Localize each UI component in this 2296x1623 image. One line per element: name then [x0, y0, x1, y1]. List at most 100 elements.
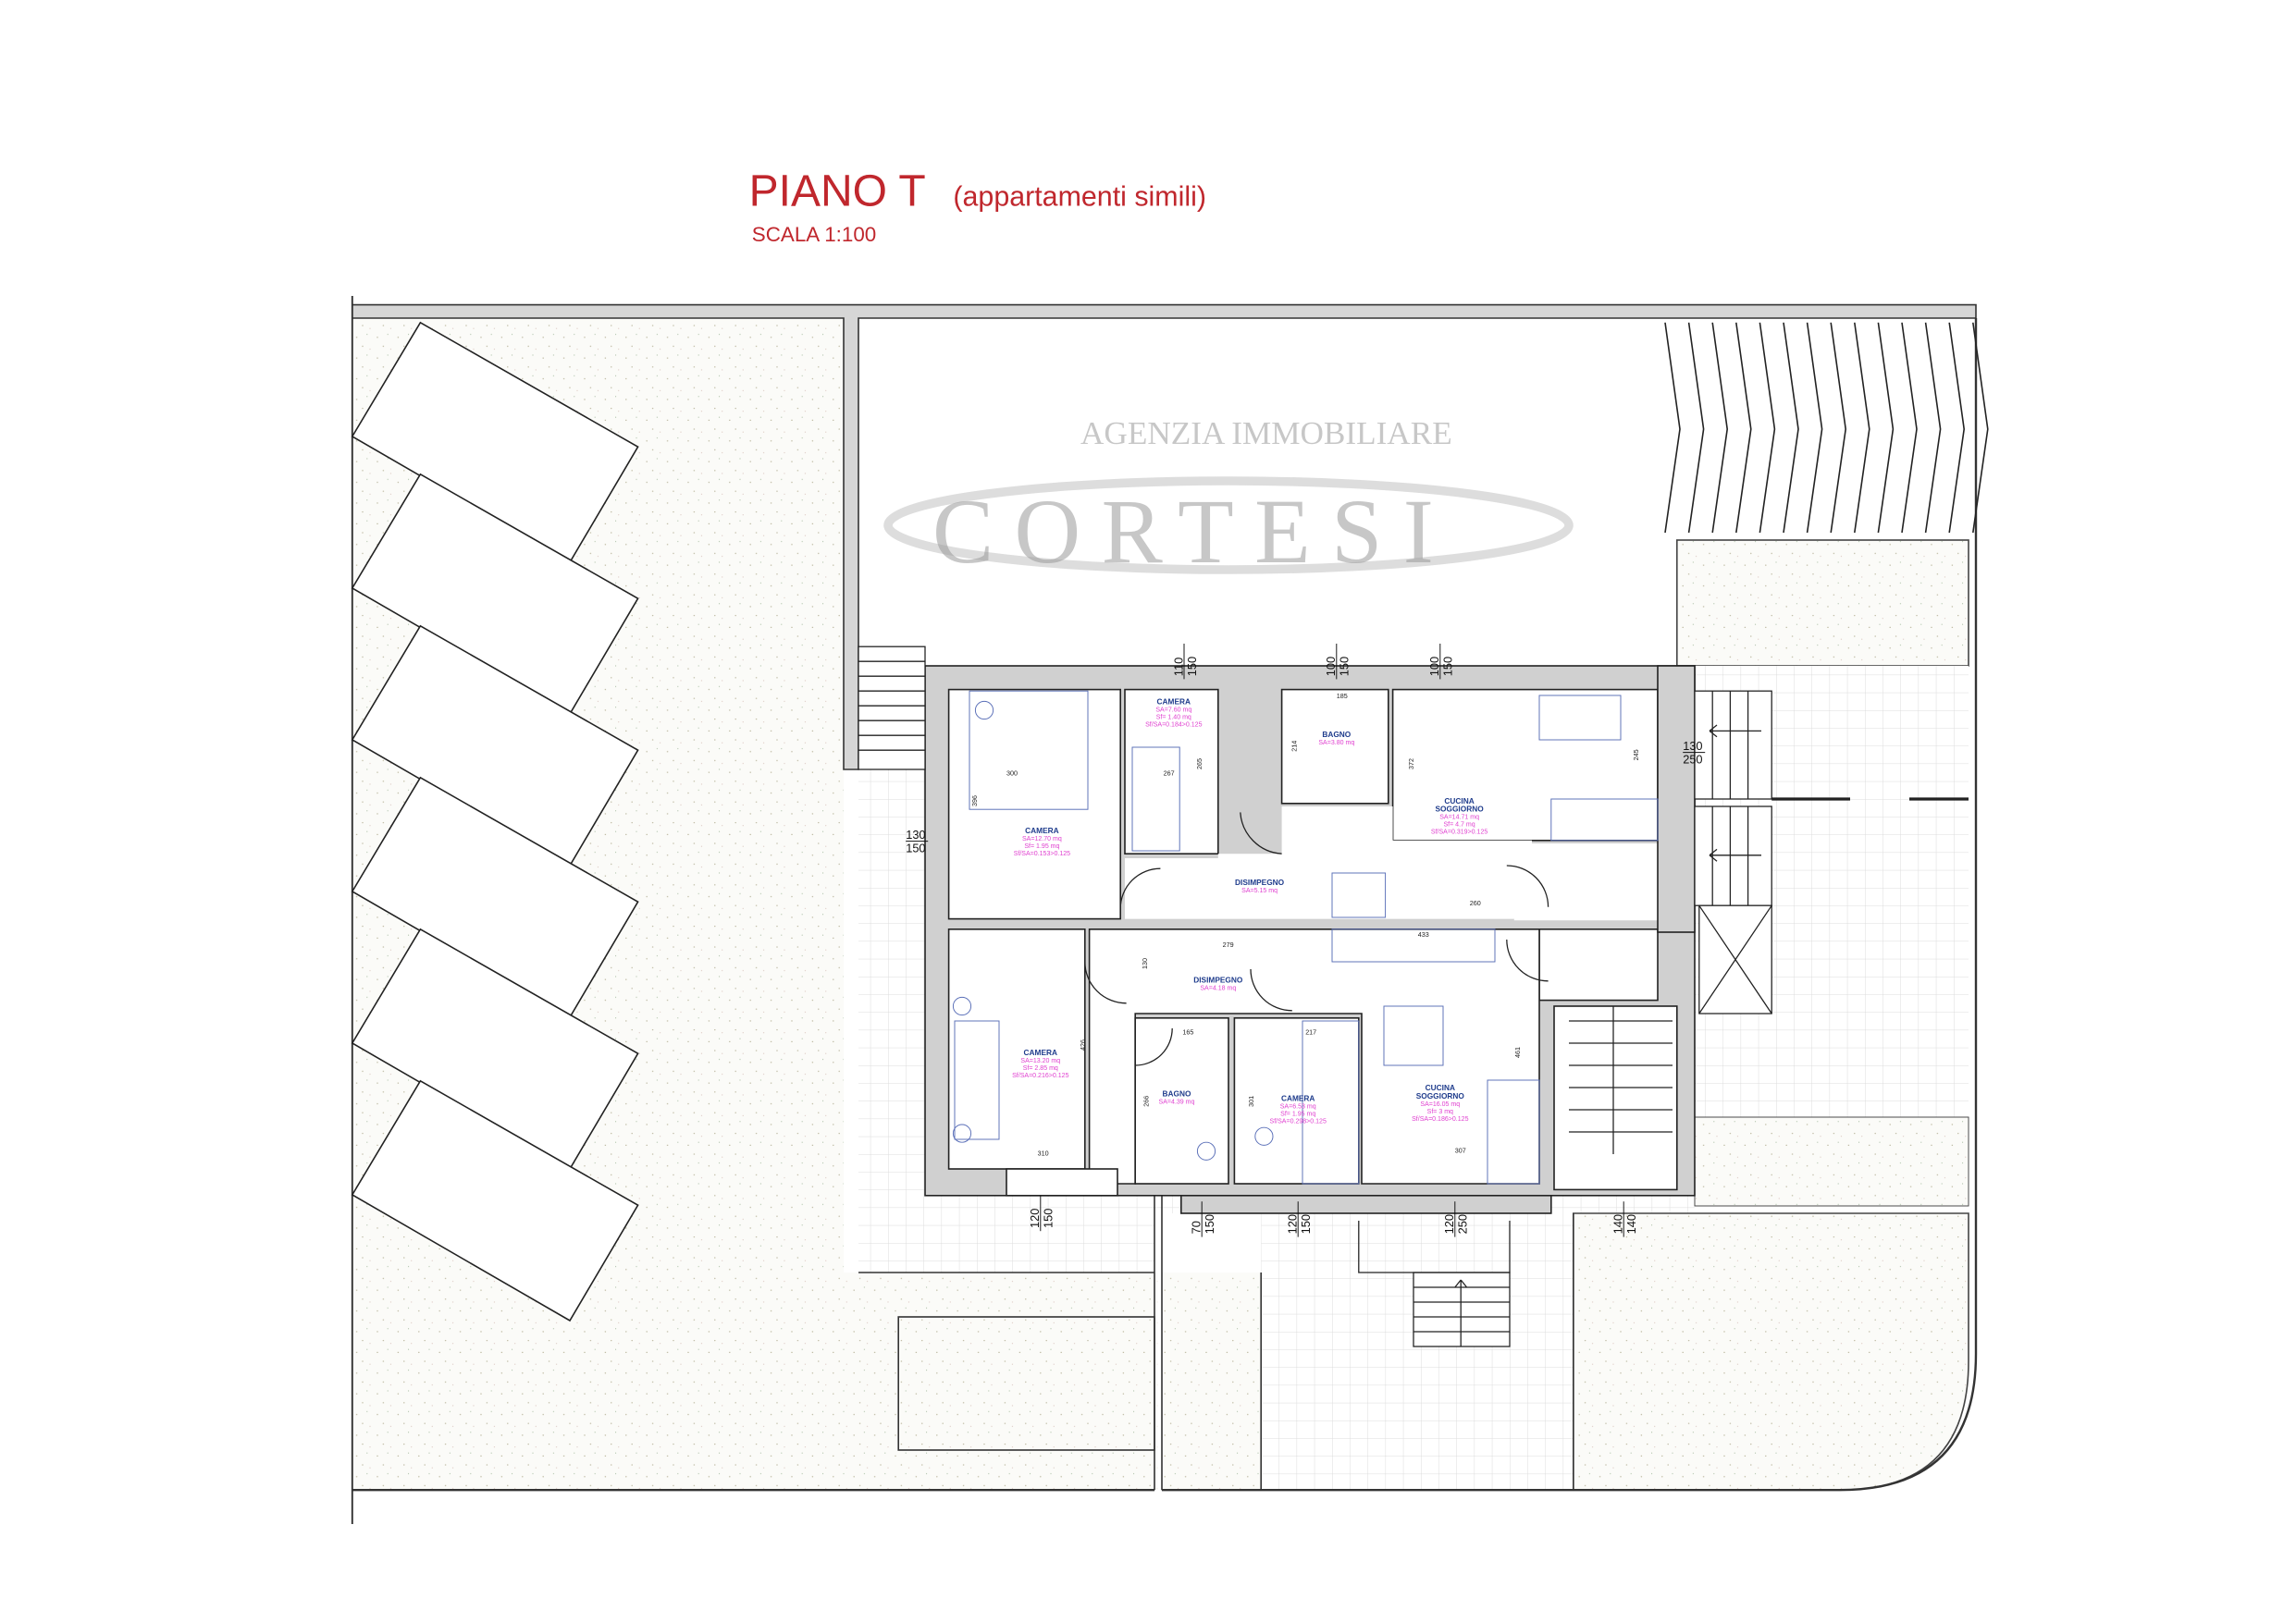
- room-area-value: SA=6.53 mq: [1280, 1103, 1316, 1110]
- dimension-label: 165: [1182, 1027, 1193, 1036]
- ramp-line: [1806, 322, 1823, 534]
- dimension-label: 301: [1247, 1096, 1255, 1107]
- room-name: BAGNO: [1322, 730, 1351, 739]
- room-bagno-1: [1280, 688, 1389, 805]
- window-width: 110: [1171, 658, 1185, 676]
- room-area-value: Sf= 3 mq: [1427, 1109, 1453, 1115]
- room-name: CUCINA: [1426, 1083, 1455, 1092]
- room-name: DISIMPEGNO: [1235, 878, 1285, 887]
- exterior-stairs: [858, 646, 1969, 1347]
- room-name: DISIMPEGNO: [1193, 975, 1243, 984]
- dimension-label: 310: [1038, 1150, 1049, 1158]
- room-disimpegno-1: [1125, 806, 1532, 919]
- window-height: 250: [1456, 1214, 1470, 1234]
- room-camera-3: [947, 928, 1086, 1170]
- dimension-label: 372: [1407, 758, 1415, 769]
- dimension-label: 307: [1455, 1146, 1466, 1154]
- room-bagno-2: [1134, 1017, 1229, 1185]
- window-height: 150: [1042, 1209, 1055, 1228]
- parking-space: [351, 1079, 639, 1322]
- room-area-value: SA=7.60 mq: [1155, 707, 1191, 714]
- room-camera-4: [1233, 1017, 1360, 1185]
- room-name: CAMERA: [1281, 1093, 1315, 1102]
- window-width: 130: [906, 828, 925, 842]
- ramp-line: [1924, 322, 1942, 534]
- window-width: 100: [1427, 657, 1441, 676]
- room-area-value: SA=4.18 mq: [1200, 985, 1236, 991]
- room-area-value: Sf= 1.95 mq: [1280, 1111, 1315, 1117]
- room-name-2: SOGGIORNO: [1416, 1091, 1465, 1100]
- room-area-value: Sf/SA=0.319>0.125: [1431, 830, 1487, 836]
- room-area-value: Sf= 2.85 mq: [1023, 1065, 1058, 1072]
- window-height: 150: [1299, 1214, 1313, 1234]
- window-height: 150: [1185, 657, 1199, 676]
- room-area-value: SA=16.05 mq: [1420, 1101, 1460, 1108]
- room-area-value: Sf/SA=0.298>0.125: [1270, 1118, 1327, 1125]
- window-width: 130: [1683, 739, 1702, 753]
- window-height: 150: [906, 842, 925, 855]
- dimension-label: 130: [1141, 958, 1149, 969]
- stairwell: [1553, 1005, 1678, 1191]
- plan-subtitle: (appartamenti simili): [953, 180, 1206, 212]
- window-height: 250: [1683, 753, 1702, 767]
- dimension-label: 245: [1632, 749, 1640, 760]
- room-name-2: SOGGIORNO: [1435, 805, 1484, 814]
- window-height: 150: [1441, 657, 1455, 676]
- room-area-value: SA=5.15 mq: [1241, 888, 1278, 894]
- ramp-line: [1735, 322, 1752, 534]
- room-area-value: SA=3.80 mq: [1318, 740, 1354, 746]
- window-width: 140: [1611, 1214, 1625, 1234]
- parking-spaces: [351, 321, 639, 1322]
- window-width: 70: [1190, 1221, 1204, 1234]
- dimension-label: 461: [1513, 1047, 1522, 1058]
- ramp-line: [1759, 322, 1776, 534]
- external-stair-ramp: [1664, 322, 1989, 534]
- ramp-line: [1877, 322, 1895, 534]
- dimension-label: 217: [1305, 1027, 1316, 1036]
- title-block: PIANO T (appartamenti simili) SCALA 1:10…: [749, 166, 1206, 245]
- window-height: 150: [1338, 657, 1352, 676]
- room-camera-2: [1124, 688, 1219, 855]
- dimension-label: 185: [1337, 692, 1348, 700]
- ramp-line: [1687, 322, 1705, 534]
- room-area-value: Sf= 4.7 mq: [1443, 822, 1475, 829]
- room-name: CAMERA: [1024, 1048, 1057, 1057]
- plan-scale: SCALA 1:100: [752, 223, 876, 246]
- room-area-value: SA=13.20 mq: [1020, 1058, 1060, 1064]
- window-width: 120: [1028, 1209, 1042, 1228]
- window-width: 120: [1286, 1214, 1300, 1234]
- window-width: 120: [1442, 1214, 1456, 1234]
- ramp-line: [1664, 322, 1681, 534]
- dimension-label: 265: [1195, 758, 1204, 769]
- room-name: CUCINA: [1444, 796, 1474, 805]
- room-area-value: Sf/SA=0.184>0.125: [1145, 722, 1202, 729]
- ramp-line: [1711, 322, 1729, 534]
- dimension-label: 266: [1142, 1096, 1151, 1107]
- room-area-value: SA=14.71 mq: [1439, 815, 1479, 821]
- building: [924, 665, 1696, 1214]
- ramp-line: [1830, 322, 1847, 534]
- ramp-line: [1901, 322, 1918, 534]
- room-name: CAMERA: [1157, 697, 1191, 707]
- watermark-line2: CORTESI: [932, 482, 1454, 583]
- site-boundary: [351, 296, 1978, 1524]
